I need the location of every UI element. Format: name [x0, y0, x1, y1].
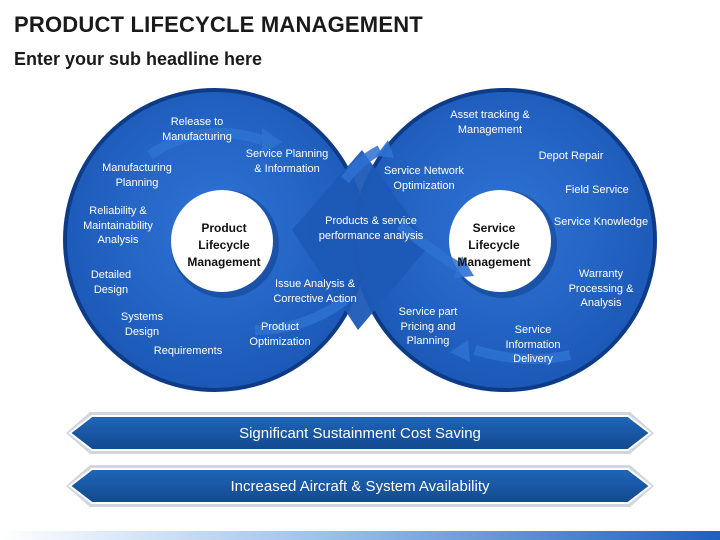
- left-ring: [63, 88, 367, 392]
- page-title: PRODUCT LIFECYCLE MANAGEMENT: [14, 12, 423, 37]
- label-requirements: Requirements: [153, 345, 223, 357]
- label-service-planning: Service Planning& Information: [245, 148, 329, 175]
- label-issue-analysis: Issue Analysis &Corrective Action: [273, 278, 357, 305]
- label-field-service: Field Service: [565, 184, 629, 196]
- banner-1-text: Significant Sustainment Cost Saving: [239, 425, 481, 442]
- flow-arrows: [147, 127, 572, 364]
- banner-1: [66, 412, 654, 454]
- label-asset-tracking: Asset tracking &Management: [450, 109, 530, 136]
- banner-2-text: Increased Aircraft & System Availability: [230, 478, 490, 495]
- page-subtitle: Enter your sub headline here: [14, 49, 263, 69]
- label-depot-repair: Depot Repair: [538, 150, 604, 162]
- bottom-accent-bar: [0, 531, 720, 540]
- arrow-heads: [262, 128, 474, 362]
- banner-2: [66, 465, 654, 507]
- right-ring: [353, 88, 657, 392]
- infinity-crossing: [292, 150, 430, 330]
- label-service-knowledge: Service Knowledge: [553, 216, 649, 228]
